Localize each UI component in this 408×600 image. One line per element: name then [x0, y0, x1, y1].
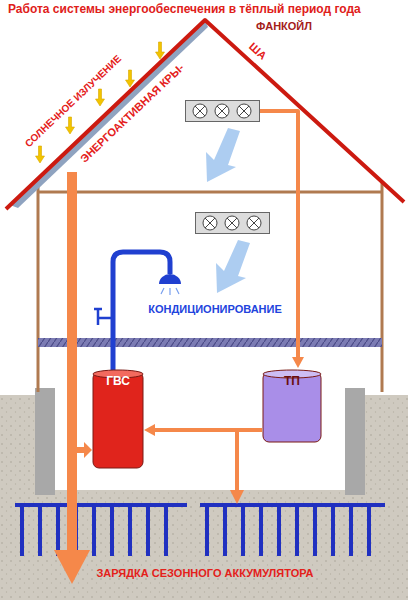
pipe-loop [15, 505, 187, 556]
foundation [345, 388, 365, 495]
water-tap [94, 309, 113, 325]
fancoil-heading: ФАНКОЙЛ [185, 20, 312, 32]
unit-name: ТП [262, 368, 322, 388]
arrow-head [292, 357, 304, 368]
wall [37, 179, 40, 392]
storage-label: ЗАРЯДКА СЕЗОННОГО АККУМУЛЯТОРА [96, 567, 313, 579]
air-flow-arrow [206, 128, 240, 182]
conditioning-label: КОНДИЦИОНИРОВАНИЕ [148, 303, 282, 315]
connector-line [260, 111, 298, 359]
hot-water-tank: ГВС [92, 368, 144, 470]
solar-panel [10, 20, 208, 208]
attic-floor [38, 191, 382, 194]
arrow-head [144, 424, 155, 436]
roof [6, 20, 404, 209]
heat-flow-connector [144, 424, 262, 436]
floor-slab [38, 338, 382, 347]
shower-head [159, 274, 181, 284]
diagram-title: Работа системы энергообеспечения в тёплы… [8, 3, 361, 16]
fancoil-node: ФАНКОЙЛ [185, 20, 312, 124]
connector-line [153, 428, 262, 432]
wall [381, 182, 384, 392]
fancoil-unit [196, 213, 270, 234]
roof-label: ША [247, 40, 269, 62]
pipe-loop [200, 505, 385, 556]
solar-heat-arrow [54, 172, 92, 584]
charge-branch-arrow [230, 430, 244, 504]
unit-name: ГВС [92, 368, 144, 388]
heat-flow-connector [260, 111, 304, 368]
fancoil-unit [185, 100, 260, 122]
heat-pump: ТП [262, 368, 322, 444]
shower-spray [161, 288, 179, 295]
air-flow-arrow [216, 240, 250, 293]
foundation [35, 388, 55, 495]
